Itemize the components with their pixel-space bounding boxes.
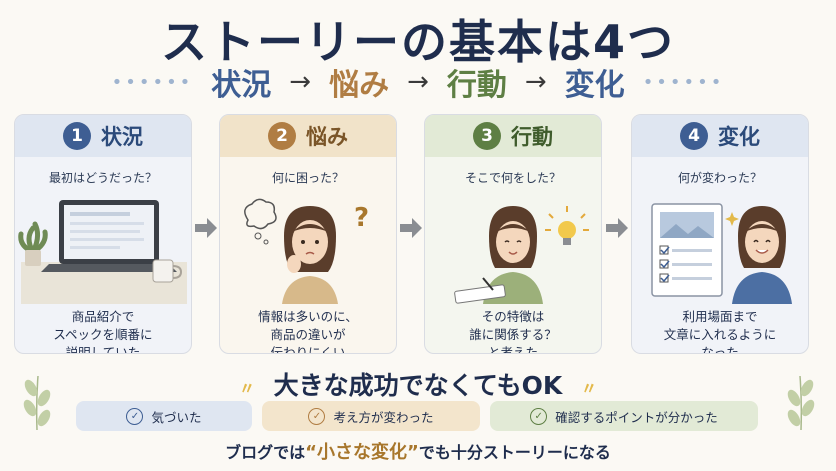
desc-line: スペックを順番に xyxy=(53,327,153,342)
chip-label: 考え方が変わった xyxy=(333,409,434,425)
card-header: 3 行動 xyxy=(425,115,601,157)
chip-label: 気づいた xyxy=(151,409,202,425)
chip-noticed: ✓ 気づいた xyxy=(76,401,252,431)
flow-step-change: 変化 xyxy=(564,68,625,103)
card-title: 状況 xyxy=(101,125,143,149)
flow-step-action: 行動 xyxy=(446,68,507,103)
card-header: 1 状況 xyxy=(15,115,191,157)
bottom-highlight: “小さな変化” xyxy=(305,442,419,463)
dots-left: •••••• xyxy=(111,71,194,93)
dots-right: •••••• xyxy=(642,71,725,93)
leaf-decoration-icon xyxy=(22,372,52,436)
chip-check-points: ✓ 確認するポイントが分かった xyxy=(490,401,758,431)
desc-line: 商品の違いが xyxy=(270,327,346,342)
flow-step-situation: 状況 xyxy=(211,68,272,103)
leaf-decoration-icon xyxy=(786,372,816,436)
card-question: そこで何をした？ xyxy=(464,171,561,185)
chip-mindset-changed: ✓ 考え方が変わった xyxy=(262,401,480,431)
card-description: その特徴は 誰に関係する？ と考えた xyxy=(425,308,601,354)
step-number-badge: 3 xyxy=(473,122,501,150)
check-icon: ✓ xyxy=(530,407,548,425)
card-question: 何が変わった？ xyxy=(677,171,762,185)
flow-step-trouble: 悩み xyxy=(329,68,390,103)
step-number-badge: 4 xyxy=(680,122,708,150)
desc-line: 文章に入れるように xyxy=(663,327,777,342)
card-header: 4 変化 xyxy=(632,115,808,157)
desc-line: なった xyxy=(701,345,739,354)
card-trouble: 2 悩み 何に困った？ ? 情報は多いのに、 商品の違いが 伝わりにくい xyxy=(219,114,397,354)
desc-line: 説明していた xyxy=(65,345,141,354)
card-description: 利用場面まで 文章に入れるように なった xyxy=(632,308,808,354)
desc-line: 伝わりにくい xyxy=(270,345,346,354)
sparkle-icon: 〃 xyxy=(238,379,255,398)
subtitle: 〃 大きな成功でなくてもOK 〃 xyxy=(0,366,836,402)
desc-line: 情報は多いのに、 xyxy=(258,309,358,324)
arrow-right-icon xyxy=(195,218,217,238)
sparkle-icon: 〃 xyxy=(581,379,598,398)
card-description: 情報は多いのに、 商品の違いが 伝わりにくい xyxy=(220,308,396,354)
flow-arrow-3: → xyxy=(524,67,547,97)
card-action: 3 行動 そこで何をした？ その特徴は 誰に関係する？ と考えた xyxy=(424,114,602,354)
card-situation: 1 状況 最初はどうだった？ 商品紹介で スペックを順番に 説明していた xyxy=(14,114,192,354)
desc-line: 商品紹介で xyxy=(71,309,135,324)
bottom-post: でも十分ストーリーになる xyxy=(418,443,611,462)
card-question: 何に困った？ xyxy=(271,171,344,185)
worried-woman-illustration: ? xyxy=(220,192,396,304)
step-number-badge: 2 xyxy=(268,122,296,150)
step-number-badge: 1 xyxy=(63,122,91,150)
flow-arrow-1: → xyxy=(289,67,312,97)
chip-label: 確認するポイントが分かった xyxy=(555,409,718,425)
arrow-right-icon xyxy=(400,218,422,238)
bottom-pre: ブログでは xyxy=(225,443,306,462)
card-title: 行動 xyxy=(511,125,553,149)
card-title: 変化 xyxy=(718,125,760,149)
desc-line: 誰に関係する？ xyxy=(469,327,557,342)
card-title: 悩み xyxy=(306,125,348,149)
desc-line: その特徴は xyxy=(481,309,545,324)
card-question: 最初はどうだった？ xyxy=(48,171,157,185)
check-icon: ✓ xyxy=(126,407,144,425)
flow-arrow-2: → xyxy=(407,67,429,97)
card-header: 2 悩み xyxy=(220,115,396,157)
bottom-message: ブログでは“小さな変化”でも十分ストーリーになる xyxy=(0,438,836,464)
flow-row: •••••• 状況 → 悩み → 行動 → 変化 •••••• xyxy=(0,64,836,103)
happy-woman-illustration xyxy=(632,192,808,304)
page-title: ストーリーの基本は4つ xyxy=(160,15,675,69)
check-icon: ✓ xyxy=(308,407,326,425)
svg-text:?: ? xyxy=(354,203,369,233)
laptop-illustration xyxy=(15,192,191,304)
desc-line: と考えた xyxy=(487,345,538,354)
thinking-woman-illustration xyxy=(425,192,601,304)
card-change: 4 変化 何が変わった？ 利用場面まで 文章に入れるように xyxy=(631,114,809,354)
desc-line: 利用場面まで xyxy=(682,309,758,324)
arrow-right-icon xyxy=(606,218,628,238)
card-description: 商品紹介で スペックを順番に 説明していた xyxy=(15,308,191,354)
subtitle-text: 大きな成功でなくてもOK xyxy=(273,371,563,400)
